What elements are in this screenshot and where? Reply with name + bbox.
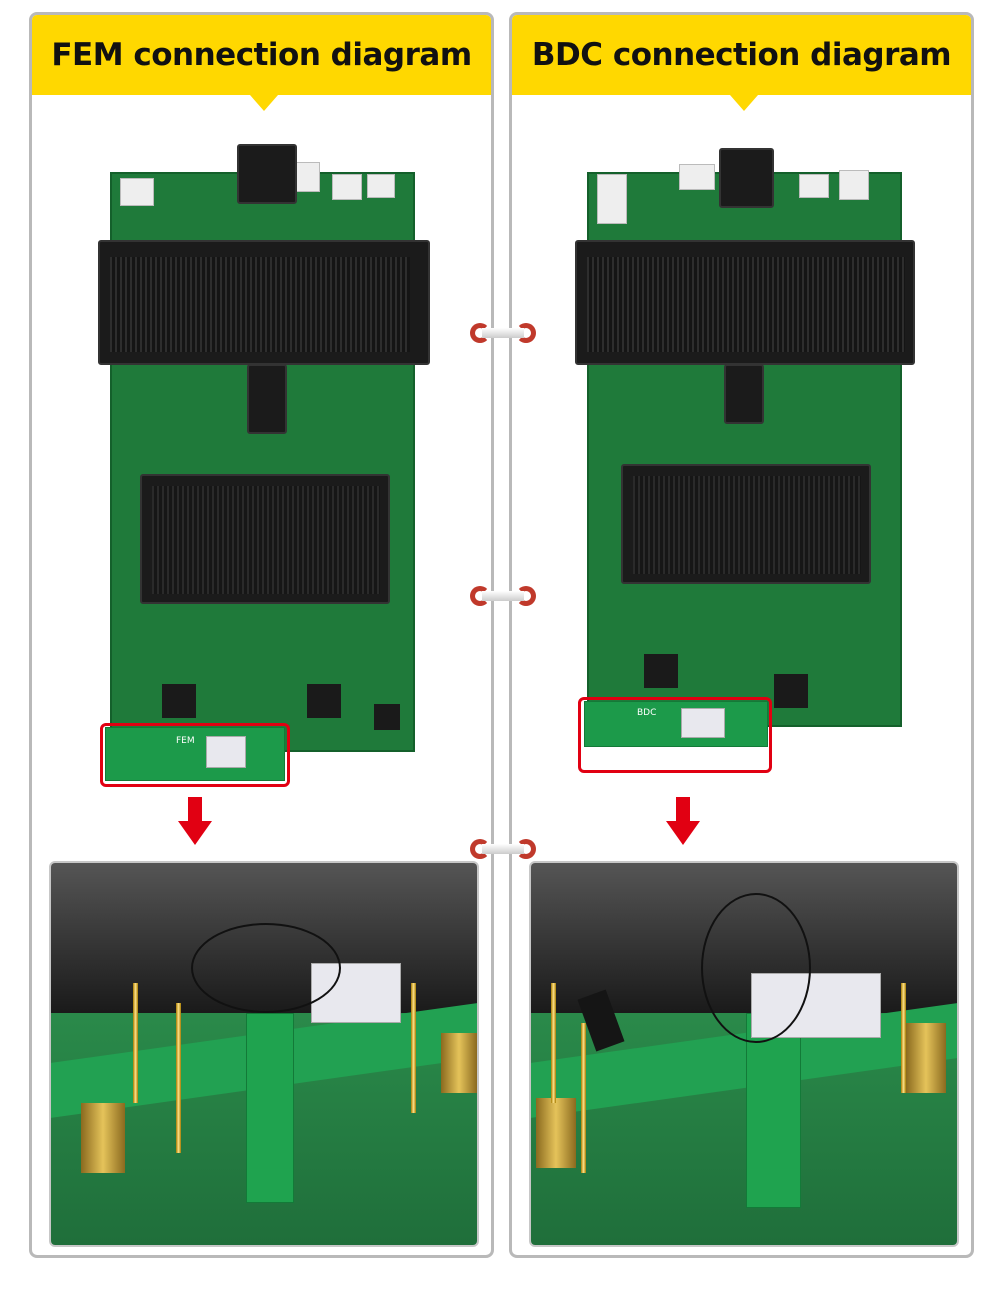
fem-title: FEM connection diagram	[32, 15, 491, 95]
fem-closeup-photo	[49, 861, 479, 1247]
bdc-adapter: BDC	[584, 701, 768, 747]
binder-ring-icon	[470, 586, 536, 608]
bdc-title: BDC connection diagram	[512, 15, 971, 95]
bdc-adapter-label: BDC	[637, 708, 657, 718]
bdc-highlight-box	[578, 697, 772, 773]
fem-panel: FEM connection diagram FEM	[29, 12, 494, 1258]
fem-highlight-box	[100, 723, 290, 787]
header-pointer	[250, 95, 278, 111]
bdc-closeup-photo	[529, 861, 959, 1247]
binder-ring-icon	[470, 839, 536, 861]
down-arrow-icon	[666, 797, 700, 847]
fem-adapter-label: FEM	[176, 736, 195, 746]
bdc-board-image	[575, 148, 915, 727]
binder-ring-icon	[470, 323, 536, 345]
fem-board-image	[98, 144, 430, 752]
bdc-panel: BDC connection diagram BDC	[509, 12, 974, 1258]
header-pointer	[730, 95, 758, 111]
down-arrow-icon	[178, 797, 212, 847]
fem-adapter: FEM	[105, 727, 285, 781]
